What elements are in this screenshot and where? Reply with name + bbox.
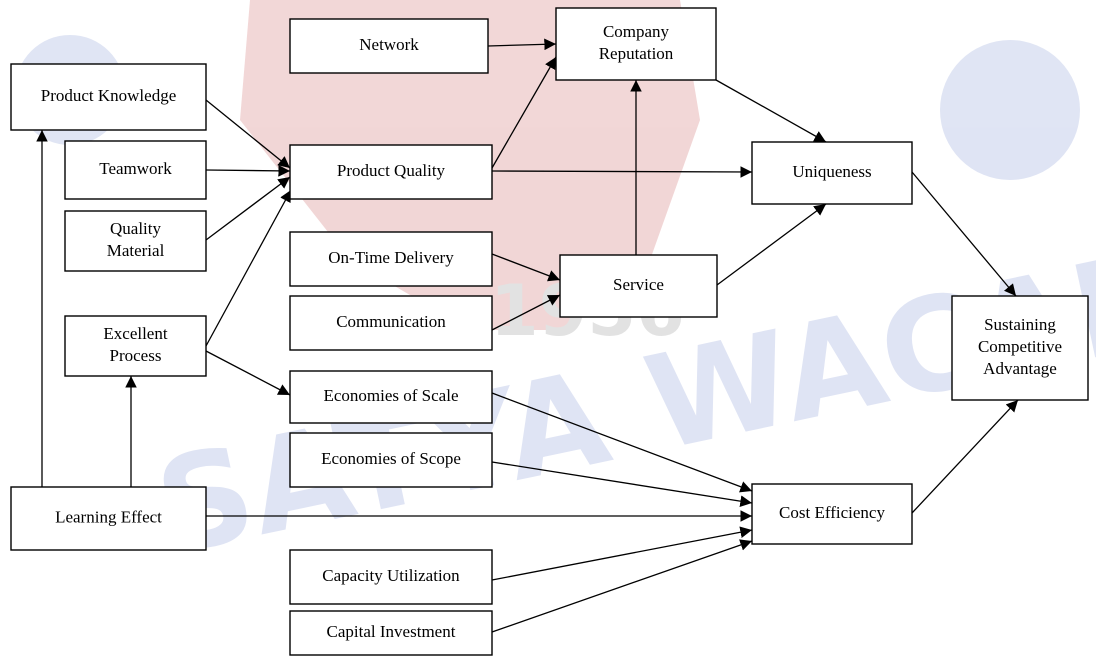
node-box-teamwork	[64, 140, 207, 200]
node-label-sustaining-competitive-advantage-line-3: Advantage	[983, 359, 1057, 378]
node-label-excellent-process-line-1: Excellent	[103, 324, 167, 343]
node-service: Service	[559, 254, 718, 318]
node-teamwork: Teamwork	[64, 140, 207, 200]
node-product-knowledge: Product Knowledge	[10, 63, 207, 131]
node-box-network	[289, 18, 489, 74]
node-box-economies-of-scale	[289, 370, 493, 424]
node-label-capacity-utilization-line-1: Capacity Utilization	[322, 566, 460, 585]
arrow-company-reputation-to-uniqueness	[715, 79, 827, 143]
node-label-teamwork-line-1: Teamwork	[99, 159, 172, 178]
arrow-capital-investment-to-cost-efficiency	[491, 539, 753, 633]
arrow-economies-of-scope-to-cost-efficiency	[491, 461, 753, 507]
node-label-on-time-delivery-line-1: On-Time Delivery	[328, 248, 454, 267]
node-box-communication	[289, 295, 493, 351]
arrow-uniqueness-to-sustaining-competitive-advantage	[911, 171, 1017, 297]
arrow-network-to-company-reputation	[487, 38, 557, 51]
node-label-quality-material-line-1: Quality	[110, 219, 161, 238]
node-label-uniqueness-line-1: Uniqueness	[792, 162, 871, 181]
node-label-sustaining-competitive-advantage-line-2: Competitive	[978, 337, 1062, 356]
node-capacity-utilization: Capacity Utilization	[289, 549, 493, 605]
node-label-service-line-1: Service	[613, 275, 664, 294]
node-label-sustaining-competitive-advantage-line-1: Sustaining	[984, 315, 1056, 334]
node-cost-efficiency: Cost Efficiency	[751, 483, 913, 545]
edges-layer	[36, 38, 1019, 633]
node-label-cost-efficiency-line-1: Cost Efficiency	[779, 503, 885, 522]
arrow-capacity-utilization-to-cost-efficiency	[491, 526, 753, 581]
node-box-uniqueness	[751, 141, 913, 205]
arrow-on-time-delivery-to-service	[491, 253, 561, 282]
node-label-company-reputation-line-2: Reputation	[599, 44, 674, 63]
node-label-quality-material-line-2: Material	[107, 241, 165, 260]
node-capital-investment: Capital Investment	[289, 610, 493, 656]
node-label-company-reputation-line-1: Company	[603, 22, 670, 41]
node-label-product-quality-line-1: Product Quality	[337, 161, 446, 180]
node-label-capital-investment-line-1: Capital Investment	[327, 622, 456, 641]
node-box-economies-of-scope	[289, 432, 493, 488]
node-economies-of-scale: Economies of Scale	[289, 370, 493, 424]
node-box-capacity-utilization	[289, 549, 493, 605]
node-label-communication-line-1: Communication	[336, 312, 446, 331]
arrow-service-to-uniqueness	[716, 203, 827, 286]
node-box-capital-investment	[289, 610, 493, 656]
arrow-quality-material-to-product-quality	[205, 176, 291, 241]
node-box-on-time-delivery	[289, 231, 493, 287]
node-box-quality-material	[64, 210, 207, 272]
node-product-quality: Product Quality	[289, 144, 493, 200]
node-on-time-delivery: On-Time Delivery	[289, 231, 493, 287]
arrow-excellent-process-to-product-quality	[205, 189, 292, 347]
node-box-company-reputation	[555, 7, 717, 81]
node-box-service	[559, 254, 718, 318]
node-learning-effect: Learning Effect	[10, 486, 207, 551]
arrow-teamwork-to-product-quality	[205, 165, 291, 177]
node-box-product-knowledge	[10, 63, 207, 131]
arrow-economies-of-scale-to-cost-efficiency	[491, 392, 753, 493]
arrow-communication-to-service	[491, 294, 561, 331]
arrow-cost-efficiency-to-sustaining-competitive-advantage	[911, 399, 1019, 514]
arrow-excellent-process-to-economies-of-scale	[205, 350, 291, 396]
node-box-sustaining-competitive-advantage	[951, 295, 1089, 401]
node-label-product-knowledge-line-1: Product Knowledge	[41, 86, 177, 105]
node-network: Network	[289, 18, 489, 74]
node-box-product-quality	[289, 144, 493, 200]
node-uniqueness: Uniqueness	[751, 141, 913, 205]
arrow-product-knowledge-to-product-quality	[205, 99, 291, 169]
node-box-learning-effect	[10, 486, 207, 551]
watermark-ornament-right	[940, 40, 1080, 180]
node-label-economies-of-scale-line-1: Economies of Scale	[323, 386, 458, 405]
node-label-economies-of-scope-line-1: Economies of Scope	[321, 449, 461, 468]
node-communication: Communication	[289, 295, 493, 351]
node-label-excellent-process-line-2: Process	[110, 346, 162, 365]
node-economies-of-scope: Economies of Scope	[289, 432, 493, 488]
node-box-excellent-process	[64, 315, 207, 377]
node-label-learning-effect-line-1: Learning Effect	[55, 507, 162, 526]
node-label-network-line-1: Network	[359, 35, 419, 54]
node-box-cost-efficiency	[751, 483, 913, 545]
arrow-product-quality-to-uniqueness	[491, 166, 753, 178]
arrow-product-quality-to-company-reputation	[491, 56, 557, 169]
